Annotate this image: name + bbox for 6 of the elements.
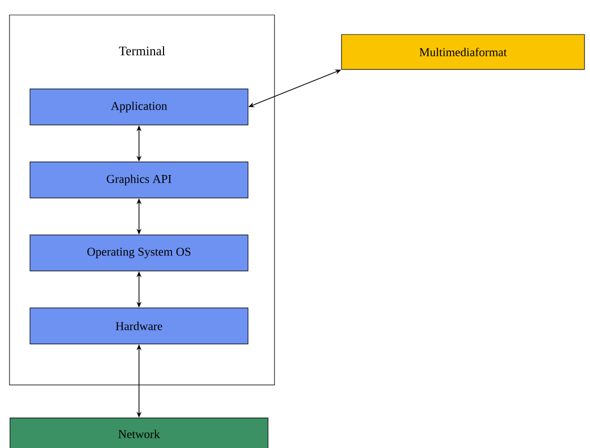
network-box: Network — [10, 418, 268, 448]
layer-box: Operating System OS — [30, 234, 248, 272]
format-box: Multimediaformat — [341, 34, 585, 70]
layer-box: Hardware — [30, 308, 248, 344]
layer-box: Graphics API — [30, 162, 248, 198]
layer-box: Application — [30, 88, 248, 126]
